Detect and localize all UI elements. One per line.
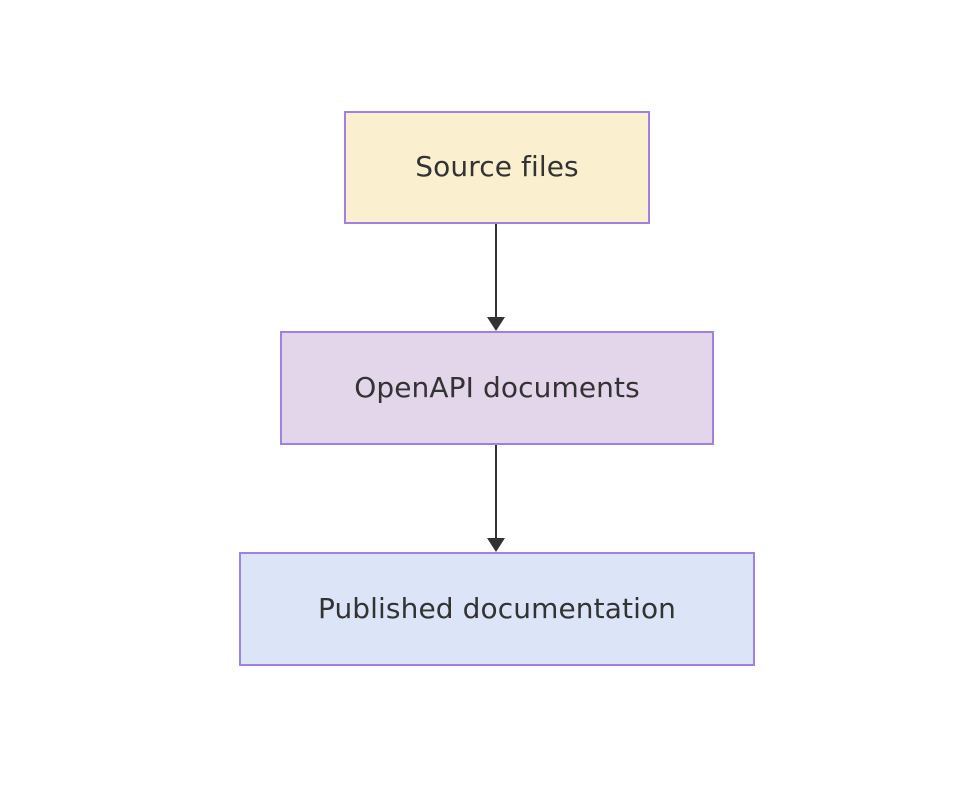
flowchart-node-source-files-label: Source files [415, 150, 579, 184]
flowchart-node-published-documentation-label: Published documentation [317, 591, 677, 625]
edge-source-to-openapi [487, 224, 505, 331]
flowchart-node-published-documentation[interactable]: Published documentation [239, 552, 755, 666]
flowchart-node-openapi-documents[interactable]: OpenAPI documents [280, 331, 714, 445]
edge-openapi-to-published [487, 445, 505, 552]
flowchart-node-openapi-documents-label: OpenAPI documents [354, 370, 640, 404]
flowchart-node-source-files[interactable]: Source files [344, 111, 650, 224]
edge-openapi-to-published-arrowhead [487, 538, 505, 552]
edge-source-to-openapi-arrowhead [487, 317, 505, 331]
